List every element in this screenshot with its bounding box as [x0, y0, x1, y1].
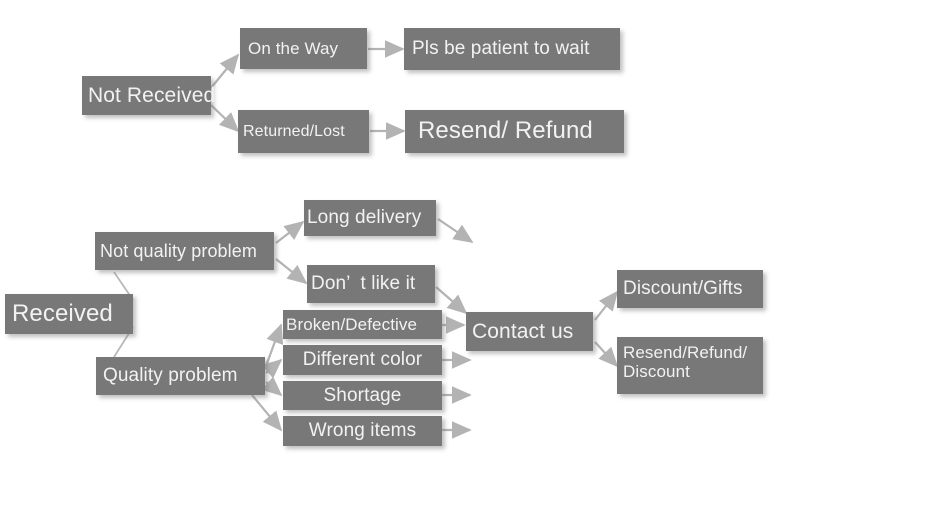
edge-not-quality-to-long-delivery	[275, 220, 305, 244]
node-wrong-items[interactable]: Wrong items	[283, 416, 442, 446]
edge-long-delivery-to-contact-us	[437, 218, 474, 243]
node-quality-problem[interactable]: Quality problem	[96, 357, 265, 395]
node-different-color[interactable]: Different color	[283, 345, 442, 375]
edge-quality-to-different-color	[261, 358, 283, 379]
node-contact-us[interactable]: Contact us	[466, 312, 593, 351]
edge-not-received-to-on-the-way	[210, 53, 240, 89]
node-returned-lost[interactable]: Returned/Lost	[238, 110, 369, 153]
node-resend-refund-discount[interactable]: Resend/Refund/ Discount	[617, 337, 763, 394]
node-resend-refund[interactable]: Resend/ Refund	[405, 110, 624, 153]
edge-quality-to-wrong-items	[251, 394, 283, 432]
edge-quality-to-shortage	[261, 376, 283, 397]
edge-quality-to-broken-defective	[264, 323, 284, 367]
edge-contact-us-to-resend-refund-discount	[594, 341, 619, 368]
node-shortage[interactable]: Shortage	[283, 381, 442, 410]
edge-not-quality-to-dont-like-it	[275, 258, 308, 285]
edge-dont-like-it-to-contact-us	[435, 286, 468, 315]
node-long-delivery[interactable]: Long delivery	[304, 200, 436, 236]
node-not-received[interactable]: Not Received	[82, 76, 215, 115]
node-dont-like-it[interactable]: Don’ t like it	[307, 265, 435, 303]
node-discount-gifts[interactable]: Discount/Gifts	[617, 270, 763, 308]
node-received[interactable]: Received	[5, 294, 133, 334]
node-broken-defective[interactable]: Broken/Defective	[283, 310, 442, 339]
edge-contact-us-to-discount-gifts	[594, 290, 619, 321]
node-on-the-way[interactable]: On the Way	[240, 28, 367, 69]
node-not-quality-problem[interactable]: Not quality problem	[95, 232, 274, 270]
edge-not-received-to-returned-lost	[210, 104, 240, 133]
node-pls-be-patient-to-wait[interactable]: Pls be patient to wait	[404, 28, 620, 70]
